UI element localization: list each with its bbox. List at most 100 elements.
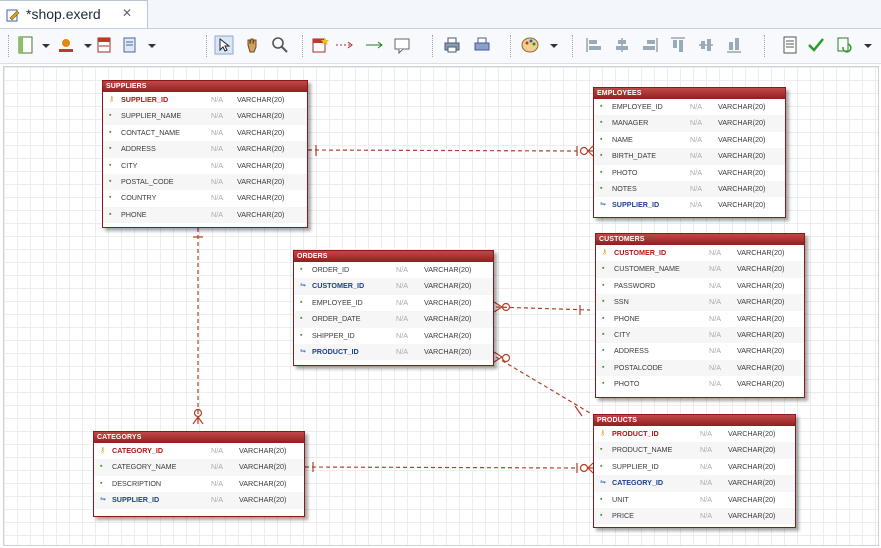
table-icon[interactable]: [94, 35, 114, 55]
dropdown-arrow-icon[interactable]: [544, 35, 558, 55]
column-type: VARCHAR(20): [237, 111, 285, 121]
close-icon[interactable]: ✕: [122, 6, 133, 20]
column-nullable: N/A: [709, 329, 721, 339]
align-left-icon[interactable]: [584, 35, 604, 55]
column-icon: ▪: [600, 462, 603, 470]
zoom-icon[interactable]: [270, 35, 290, 55]
dropdown-arrow-icon[interactable]: [78, 35, 92, 55]
relation-icon[interactable]: [334, 35, 354, 55]
align-right-icon[interactable]: [640, 35, 660, 55]
palette-icon[interactable]: [520, 35, 540, 55]
select-icon[interactable]: [214, 35, 234, 55]
align-bottom-icon[interactable]: [724, 35, 744, 55]
align-middle-icon[interactable]: [696, 35, 716, 55]
column-name: ORDER_ID: [312, 265, 350, 274]
new-entity-icon[interactable]: [310, 35, 330, 55]
column-name: SSN: [614, 297, 629, 307]
align-center-icon[interactable]: [612, 35, 632, 55]
column-nullable: N/A: [709, 297, 721, 307]
align-top-icon[interactable]: [668, 35, 688, 55]
column-icon: ▪: [300, 266, 303, 273]
column-icon: ▪: [602, 380, 605, 388]
column-name: ORDER_DATE: [312, 314, 361, 324]
column-name: PHOTO: [614, 379, 640, 389]
dropdown-arrow-icon[interactable]: [142, 35, 156, 55]
editor-tab-label: *shop.exerd: [26, 6, 101, 22]
column-name: POSTALCODE: [614, 362, 663, 372]
column-name: DESCRIPTION: [112, 478, 162, 488]
print-preview-icon[interactable]: [472, 35, 492, 55]
column-type: VARCHAR(20): [239, 462, 287, 472]
comment-icon[interactable]: [392, 35, 412, 55]
column-icon: ▪: [109, 112, 112, 120]
column-icon: ▪: [600, 495, 603, 503]
sync-icon[interactable]: [834, 35, 854, 55]
color-icon[interactable]: [56, 35, 76, 55]
relation2-icon[interactable]: [364, 35, 384, 55]
editor-tab[interactable]: *shop.exerd ✕: [0, 0, 148, 28]
hand-icon[interactable]: [242, 35, 262, 55]
column-icon: ▪: [602, 281, 605, 289]
validate-icon[interactable]: [806, 35, 826, 55]
document-icon[interactable]: [780, 35, 800, 55]
note-icon[interactable]: [120, 35, 140, 55]
column-nullable: N/A: [211, 160, 223, 170]
toolbar-separator: [206, 35, 209, 57]
column-name: ADDRESS: [121, 144, 156, 154]
print-icon[interactable]: [442, 35, 462, 55]
layout-icon[interactable]: [16, 35, 36, 55]
dropdown-arrow-icon[interactable]: [858, 35, 872, 55]
column-nullable: N/A: [709, 313, 721, 323]
column-icon: ▪: [109, 177, 112, 185]
column-type: VARCHAR(20): [718, 167, 766, 177]
column-icon: ▪: [600, 152, 603, 160]
dropdown-arrow-icon[interactable]: [36, 35, 50, 55]
